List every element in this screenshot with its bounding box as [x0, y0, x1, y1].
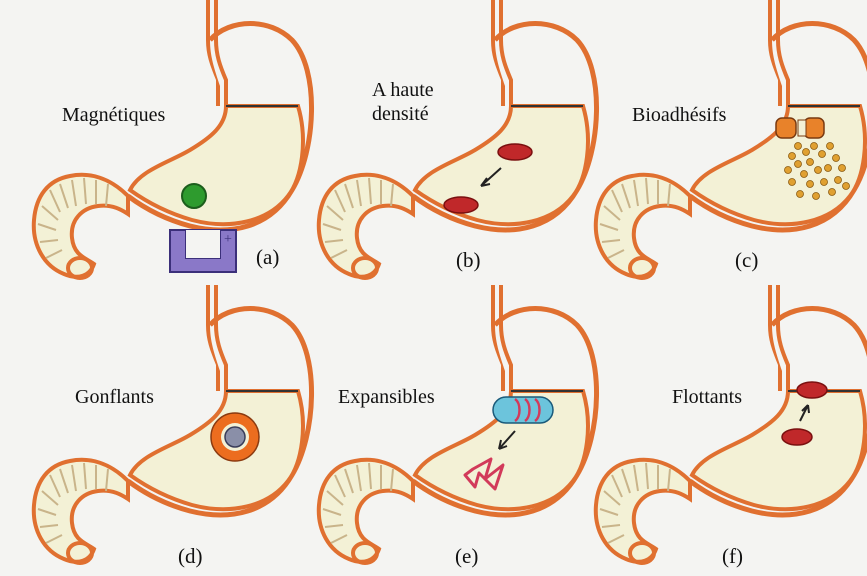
dense-tablet-upper [498, 144, 532, 160]
dense-tablet-lower [444, 197, 478, 213]
floating-tablet-lower [782, 429, 812, 445]
expandable-capsule-icon [493, 397, 553, 423]
svg-text:+: + [224, 232, 232, 247]
swelling-system-icon [211, 413, 259, 461]
caption-a: (a) [256, 245, 279, 270]
stomach-panel-f [592, 285, 862, 575]
label-flottants: Flottants [672, 385, 742, 409]
label-haute-densite: A haute densité [372, 78, 434, 126]
caption-e: (e) [455, 544, 478, 569]
floating-tablet-upper [797, 382, 827, 398]
stomach-panel-b [315, 0, 585, 290]
caption-c: (c) [735, 248, 758, 273]
label-magnetiques: Magnétiques [62, 103, 165, 127]
caption-b: (b) [456, 248, 481, 273]
stomach-panel-d [30, 285, 300, 575]
label-gonflants: Gonflants [75, 385, 154, 409]
stomach-panel-e [315, 285, 585, 575]
label-expansibles: Expansibles [338, 385, 435, 409]
magnetic-sphere [182, 184, 206, 208]
bioadhesive-capsule-icon [776, 118, 824, 138]
stomach-panel-c [592, 0, 862, 290]
caption-d: (d) [178, 544, 203, 569]
label-bioadhesifs: Bioadhésifs [632, 103, 726, 127]
caption-f: (f) [722, 544, 743, 569]
